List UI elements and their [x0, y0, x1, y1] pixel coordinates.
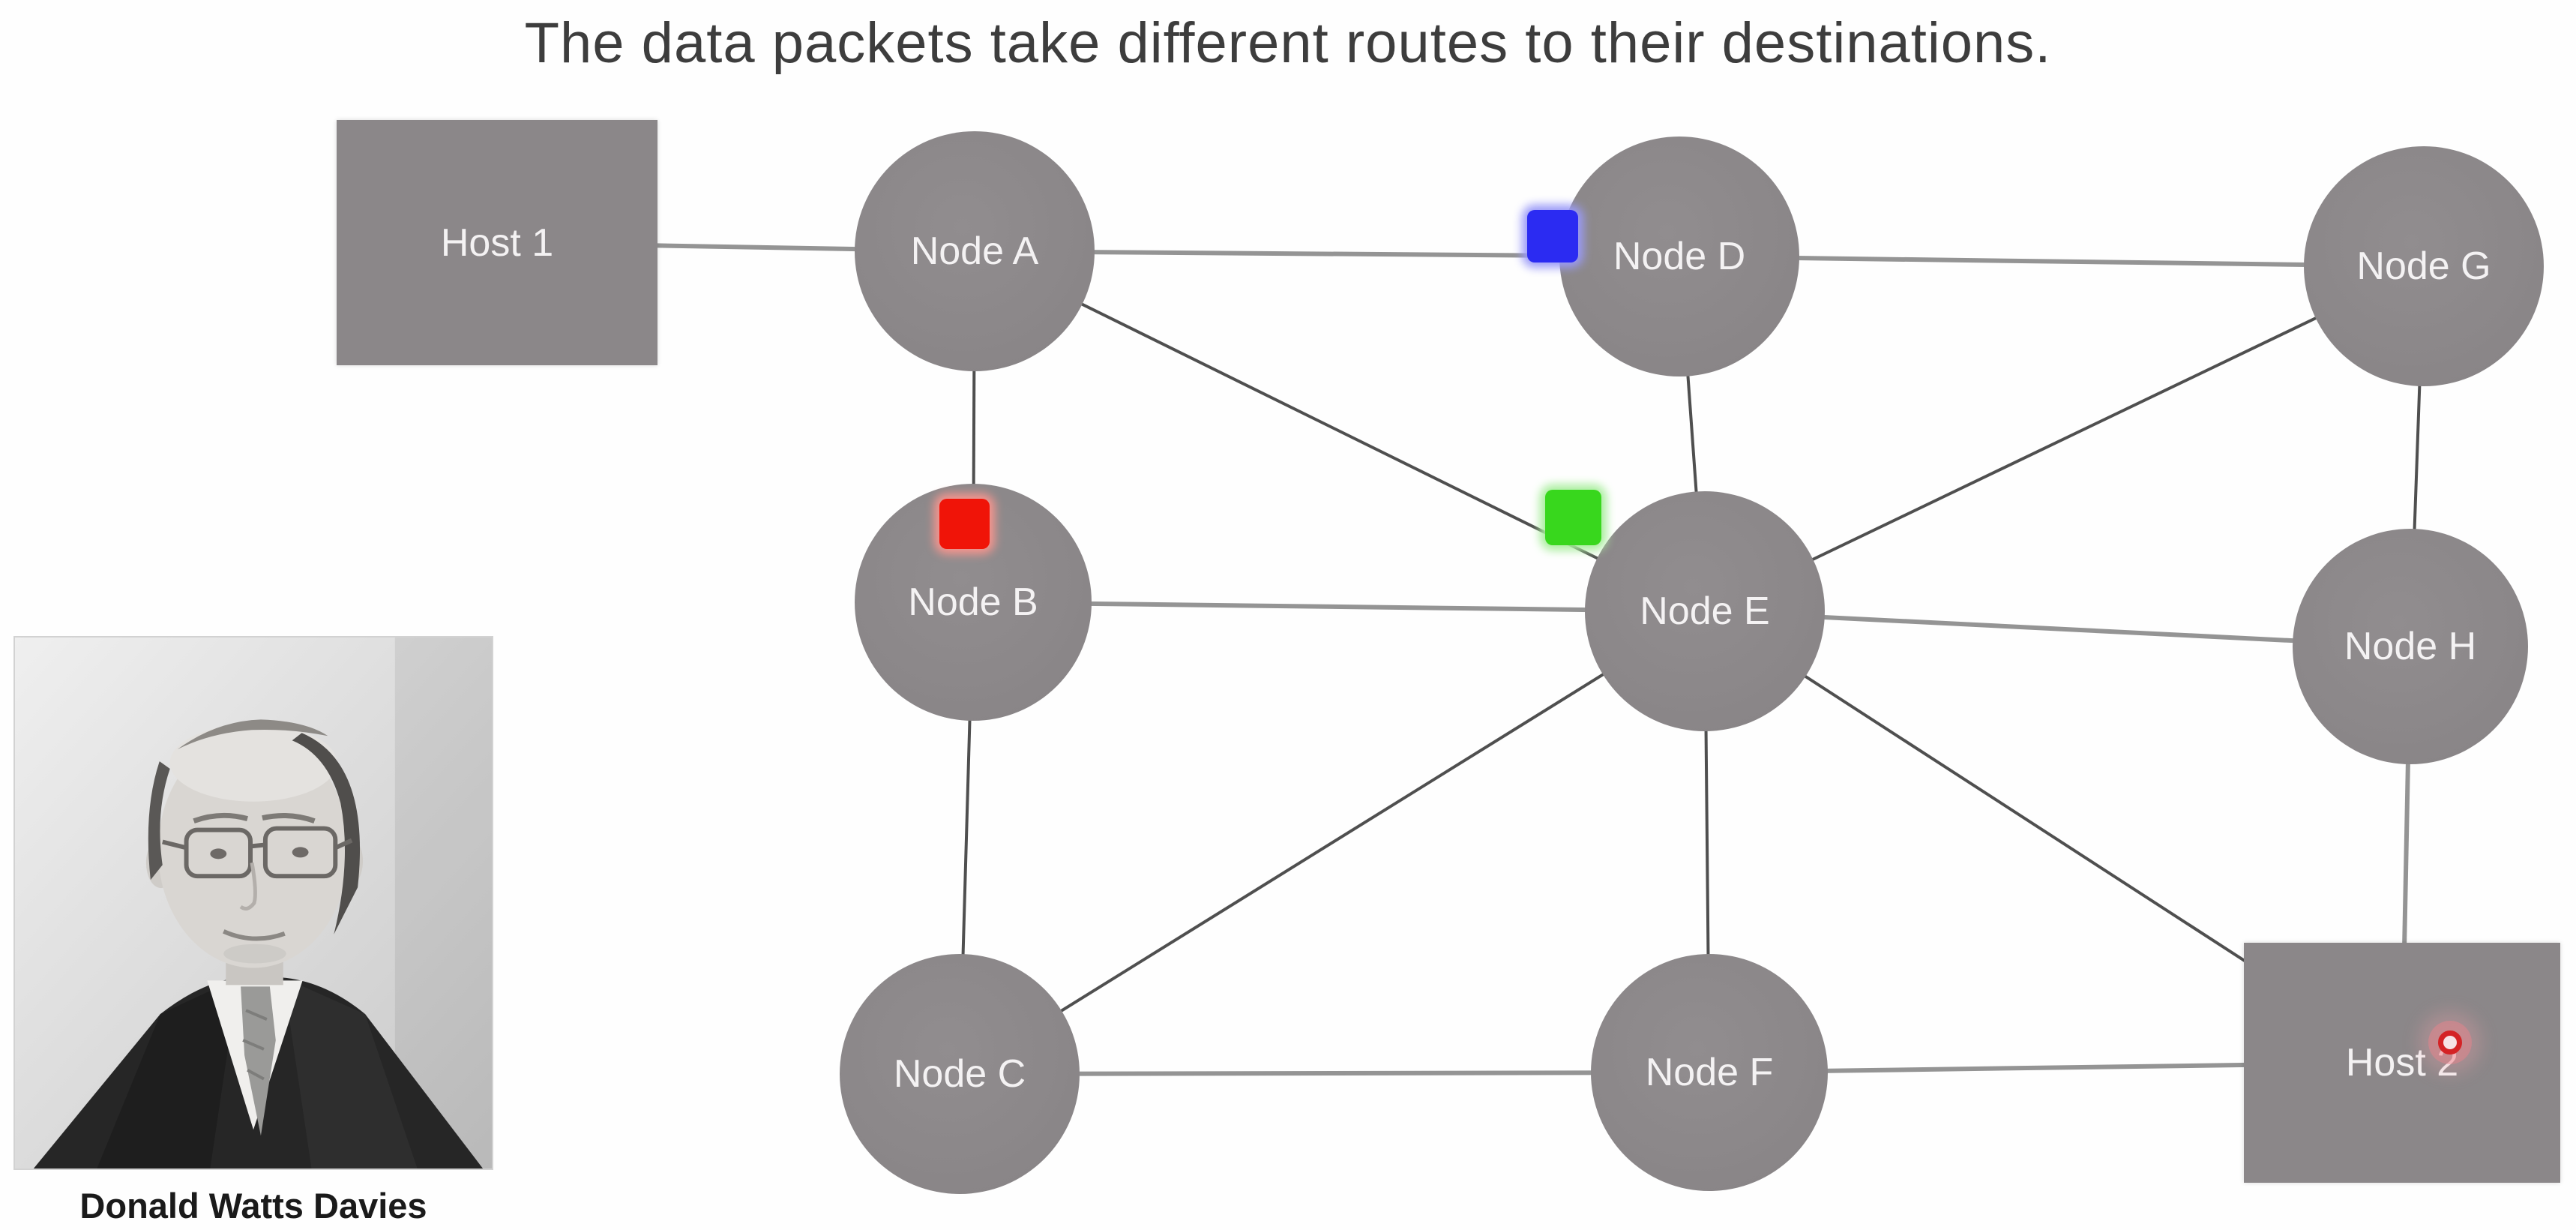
- node-circle-F: Node F: [1591, 954, 1828, 1191]
- node-label-D: Node D: [1613, 235, 1746, 278]
- node-label-A: Node A: [910, 230, 1039, 273]
- node-label-F: Node F: [1645, 1051, 1774, 1094]
- edge-E-G: [1704, 265, 2425, 613]
- host-box-host2: Host 2: [2244, 943, 2560, 1183]
- edge-C-E: [958, 610, 1706, 1076]
- packet-blue: [1527, 210, 1578, 262]
- donald-davies-photo: [13, 636, 493, 1170]
- node-label-G: Node G: [2356, 244, 2491, 288]
- node-circle-A: Node A: [855, 131, 1095, 371]
- photo-caption: Donald Watts Davies: [79, 1186, 427, 1226]
- node-circle-G: Node G: [2304, 146, 2544, 386]
- node-circle-E: Node E: [1585, 491, 1825, 731]
- edge-C-F: [959, 1070, 1710, 1076]
- host-label-host1: Host 1: [440, 220, 554, 265]
- node-label-H: Node H: [2344, 625, 2477, 668]
- portrait-illustration: [15, 638, 492, 1168]
- node-circle-D: Node D: [1559, 136, 1799, 376]
- node-label-B: Node B: [908, 580, 1038, 624]
- edge-D-G: [1679, 254, 2425, 268]
- node-label-C: Node C: [893, 1052, 1026, 1096]
- packet-green: [1545, 490, 1601, 545]
- edge-A-E: [974, 250, 1706, 613]
- host-box-host1: Host 1: [337, 120, 657, 365]
- delivery-ping-marker: [2438, 1030, 2462, 1054]
- node-circle-H: Node H: [2293, 529, 2528, 764]
- packet-red: [939, 499, 990, 549]
- node-label-E: Node E: [1640, 590, 1770, 633]
- diagram-title: The data packets take different routes t…: [524, 11, 2052, 75]
- edge-B-E: [972, 600, 1706, 614]
- node-circle-C: Node C: [840, 954, 1080, 1194]
